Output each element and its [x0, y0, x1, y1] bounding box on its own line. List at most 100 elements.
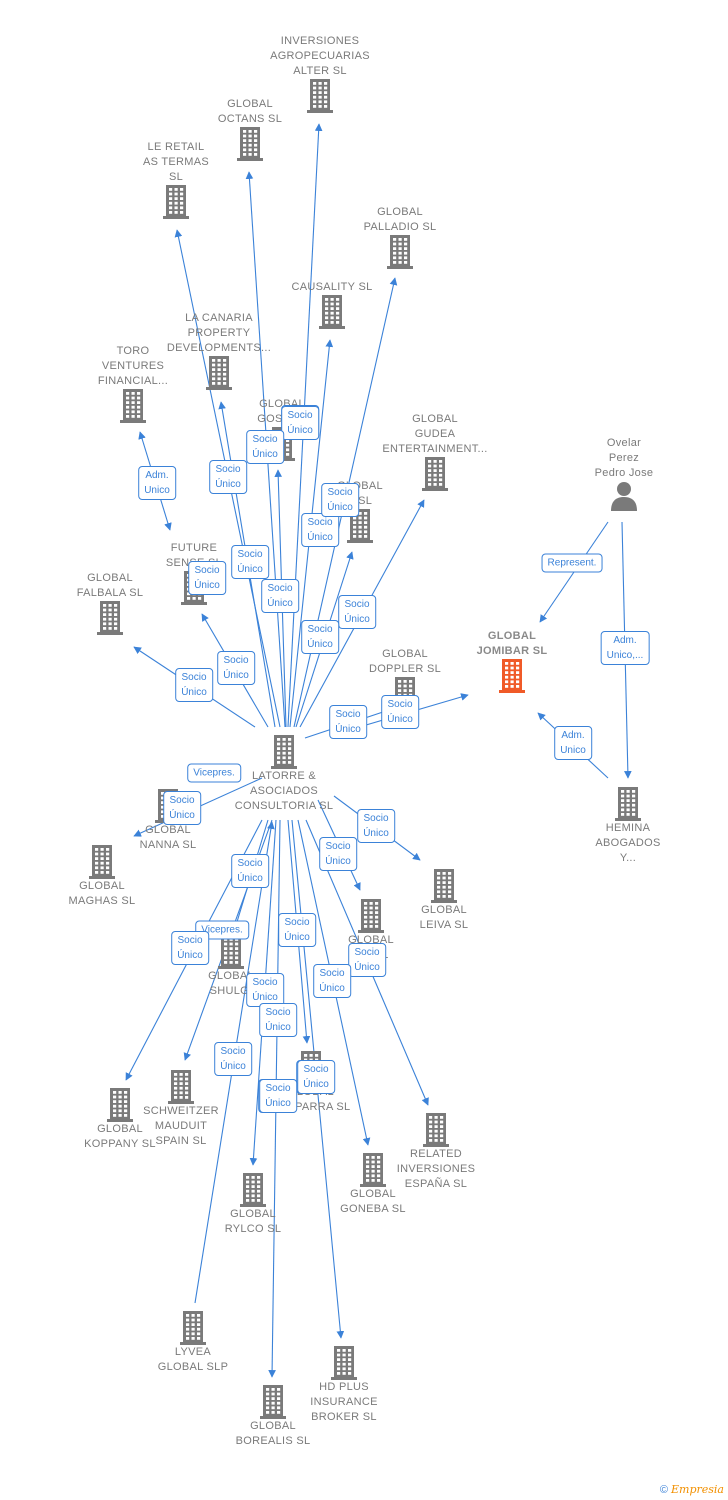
building-icon [563, 787, 693, 821]
node-label: GLOBAL RYLCO SL [224, 1208, 282, 1235]
node-label: GLOBAL OCTANS SL [217, 98, 283, 125]
building-icon [255, 79, 385, 113]
edge-label-overlap: Socio Único [188, 561, 226, 595]
edge-label: Socio Único [231, 545, 269, 579]
node-label: GLOBAL KOPPANY SL [84, 1123, 156, 1150]
edge-label: Socio Único [329, 705, 367, 739]
node-leiva[interactable]: GLOBAL LEIVA SL [379, 869, 509, 933]
node-label: GLOBAL NANNA SL [139, 824, 197, 851]
building-icon [308, 1153, 438, 1187]
building-icon [154, 356, 284, 390]
node-canaria[interactable]: LA CANARIA PROPERTY DEVELOPMENTS... [154, 311, 284, 390]
node-jomibar[interactable]: GLOBAL JOMIBAR SL [447, 629, 577, 693]
edge-label: Socio Único [338, 595, 376, 629]
node-label: SCHWEITZER MAUDUIT SPAIN SL [143, 1105, 219, 1147]
node-ovelar[interactable]: Ovelar Perez Pedro Jose [559, 436, 689, 511]
node-label: RELATED INVERSIONES ESPAÑA SL [396, 1148, 476, 1190]
building-icon [45, 601, 175, 635]
edge-label-overlap: Socio Único [261, 579, 299, 613]
building-icon [335, 235, 465, 269]
node-label: Ovelar Perez Pedro Jose [594, 437, 654, 479]
node-label: TORO VENTURES FINANCIAL... [97, 345, 169, 387]
node-label: GLOBAL MAGHAS SL [68, 880, 136, 907]
node-label: GLOBAL BOREALIS SL [235, 1420, 311, 1447]
person-icon [559, 481, 689, 511]
building-icon [68, 389, 198, 423]
edge-label: Socio Único [301, 513, 339, 547]
edge-label: Socio Único [301, 620, 339, 654]
node-label: INVERSIONES AGROPECUARIAS ALTER SL [270, 35, 370, 77]
node-causality[interactable]: CAUSALITY SL [267, 280, 397, 329]
edge-label-overlap: Socio Único [217, 651, 255, 685]
node-goneba[interactable]: GLOBAL GONEBA SL [308, 1153, 438, 1217]
edge-label: Socio Único [231, 854, 269, 888]
edge-label: Socio Único [357, 809, 395, 843]
edge-label-overlap: Socio Único [259, 1079, 297, 1113]
node-label: GLOBAL JOMIBAR SL [476, 630, 548, 657]
edge-label-overlap: Socio Único [281, 406, 319, 440]
node-label: GLOBAL GUDEA ENTERTAINMENT... [382, 413, 488, 455]
node-label: GLOBAL FALBALA SL [76, 572, 144, 599]
node-octans[interactable]: GLOBAL OCTANS SL [185, 97, 315, 161]
node-hemina[interactable]: HEMINA ABOGADOS Y... [563, 787, 693, 866]
node-label: HEMINA ABOGADOS Y... [595, 822, 661, 864]
edge-label: Represent. [541, 553, 603, 573]
node-label: HD PLUS INSURANCE BROKER SL [310, 1381, 378, 1423]
node-label: LA CANARIA PROPERTY DEVELOPMENTS... [166, 312, 272, 354]
building-icon [370, 457, 500, 491]
edge-label-overlap: Socio Único [297, 1060, 335, 1094]
copyright-symbol: © [659, 1484, 668, 1496]
node-hdplus[interactable]: HD PLUS INSURANCE BROKER SL [279, 1346, 409, 1425]
node-alter[interactable]: INVERSIONES AGROPECUARIAS ALTER SL [255, 34, 385, 113]
building-icon [447, 659, 577, 693]
node-falbala[interactable]: GLOBAL FALBALA SL [45, 571, 175, 635]
building-icon [379, 869, 509, 903]
edge-label: Socio Único [319, 837, 357, 871]
node-label: CAUSALITY SL [291, 281, 373, 293]
node-label: GLOBAL GONEBA SL [340, 1188, 406, 1215]
building-icon [185, 127, 315, 161]
node-maghas[interactable]: GLOBAL MAGHAS SL [37, 845, 167, 909]
edge-label: Socio Único [348, 943, 386, 977]
edge-label: Adm. Unico [554, 726, 592, 760]
building-icon [37, 845, 167, 879]
edge-label: Socio Único [278, 913, 316, 947]
edge-label: Socio Único [175, 668, 213, 702]
edge-label: Socio Único [209, 460, 247, 494]
building-icon [208, 1385, 338, 1419]
edge-label: Socio Único [246, 973, 284, 1007]
node-latorre[interactable]: LATORRE & ASOCIADOS CONSULTORIA SL [219, 735, 349, 814]
building-icon [371, 1113, 501, 1147]
node-rylco[interactable]: GLOBAL RYLCO SL [188, 1173, 318, 1237]
node-gudea[interactable]: GLOBAL GUDEA ENTERTAINMENT... [370, 412, 500, 491]
node-toro[interactable]: TORO VENTURES FINANCIAL... [68, 344, 198, 423]
node-koppany[interactable]: GLOBAL KOPPANY SL [55, 1088, 185, 1152]
node-termas[interactable]: LE RETAIL AS TERMAS SL [111, 140, 241, 219]
node-label: GLOBAL A SL [337, 480, 383, 507]
node-related[interactable]: RELATED INVERSIONES ESPAÑA SL [371, 1113, 501, 1192]
edge-label: Socio Único [163, 791, 201, 825]
building-icon [111, 185, 241, 219]
node-shulgi[interactable]: GLOBAL SHULGI [166, 935, 296, 999]
node-label: GLOBAL LEIVA SL [419, 904, 469, 931]
node-schweitzer[interactable]: SCHWEITZER MAUDUIT SPAIN SL [116, 1070, 246, 1149]
edge-label-overlap: Vicepres. [187, 763, 241, 783]
brand-footer: © Empresia [660, 1483, 724, 1496]
node-label: LATORRE & ASOCIADOS CONSULTORIA SL [234, 770, 334, 812]
edge-label: Socio Único [381, 695, 419, 729]
building-icon [188, 1173, 318, 1207]
edge-label: Socio Único [313, 964, 351, 998]
node-label: GLOBAL DOPPLER SL [368, 648, 442, 675]
edge-label: Socio Único [214, 1042, 252, 1076]
building-icon [279, 1346, 409, 1380]
node-label: GLOBAL PALLADIO SL [363, 206, 437, 233]
node-label: LE RETAIL AS TERMAS SL [142, 141, 210, 183]
node-palladio[interactable]: GLOBAL PALLADIO SL [335, 205, 465, 269]
node-label: LYVEA GLOBAL SLP [157, 1346, 229, 1373]
building-icon [306, 899, 436, 933]
node-borealis[interactable]: GLOBAL BOREALIS SL [208, 1385, 338, 1449]
building-icon [55, 1088, 185, 1122]
node-lyvea[interactable]: LYVEA GLOBAL SLP [128, 1311, 258, 1375]
edge-label: Adm. Unico,... [600, 631, 650, 665]
